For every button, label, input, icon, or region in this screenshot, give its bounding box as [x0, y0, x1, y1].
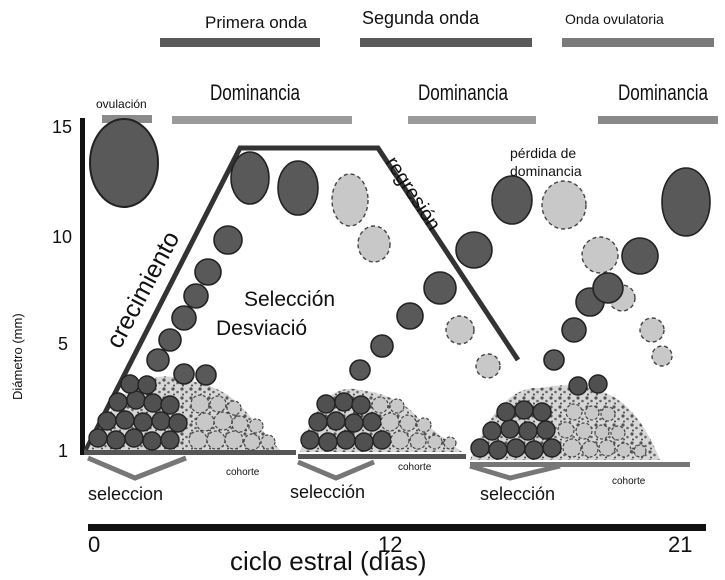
ovulation-label: ovulación — [96, 97, 147, 111]
x-axis-title: ciclo estral (días) — [230, 546, 427, 576]
selection-bracket-2 — [297, 459, 375, 481]
y-tick-5: 5 — [58, 334, 68, 354]
selection-bracket-1 — [87, 455, 187, 481]
selection-bracket-3 — [469, 463, 561, 481]
dominance-bar-1 — [172, 116, 352, 124]
growing-follicles-2 — [349, 175, 533, 381]
dominance-label-2: Dominancia — [418, 80, 509, 105]
ovulatory-follicle — [89, 118, 159, 208]
deviation-label: Desviació — [216, 317, 307, 340]
cohort-cluster-3 — [470, 374, 660, 460]
y-tick-1: 1 — [58, 441, 68, 461]
loss-dominance-line1: pérdida de — [510, 145, 576, 161]
y-tick-15: 15 — [52, 117, 72, 137]
selection-label: Selección — [244, 288, 335, 311]
selection-label-2: selección — [290, 482, 365, 502]
y-tick-10: 10 — [52, 227, 72, 247]
x-tick-21: 21 — [668, 532, 692, 557]
selection-label-3: selección — [480, 484, 555, 504]
y-axis-title: Diámetro (mm) — [10, 313, 25, 400]
cohort-label-2: cohorte — [398, 462, 432, 473]
cohort-label-1: cohorte — [226, 467, 260, 478]
cohort-cluster-1 — [88, 374, 280, 451]
dominance-label-1: Dominancia — [210, 80, 301, 105]
regression-label: regresión — [381, 153, 445, 235]
x-tick-12: 12 — [378, 532, 402, 557]
dominance-label-3: Dominancia — [618, 80, 709, 105]
wave-label-second: Segunda onda — [362, 8, 480, 28]
wave-bar-ovulatory — [562, 38, 714, 47]
baseline-3 — [470, 462, 690, 467]
wave-label-ovulatory: Onda ovulatoria — [565, 11, 664, 27]
y-axis-line — [80, 118, 85, 455]
baseline-2 — [298, 454, 466, 459]
dominance-bar-2 — [408, 116, 536, 124]
cohort-cluster-2 — [300, 388, 462, 452]
growth-regression-line — [83, 145, 521, 452]
x-tick-0: 0 — [88, 532, 100, 557]
cohort-label-3: cohorte — [612, 476, 646, 487]
wave-label-first: Primera onda — [205, 13, 308, 32]
growing-follicles-1 — [146, 151, 319, 386]
wave-bar-second — [360, 38, 532, 47]
growing-follicles-3 — [543, 167, 711, 371]
x-axis-line — [88, 524, 706, 531]
regressing-follicles-2 — [445, 180, 673, 379]
baseline-1 — [84, 450, 296, 455]
loss-dominance-line2: dominancia — [510, 163, 582, 179]
dominance-bar-3 — [598, 116, 718, 124]
wave-bar-first — [160, 38, 320, 47]
selection-label-1: seleccion — [88, 484, 163, 504]
regressing-follicles-1 — [331, 173, 391, 263]
